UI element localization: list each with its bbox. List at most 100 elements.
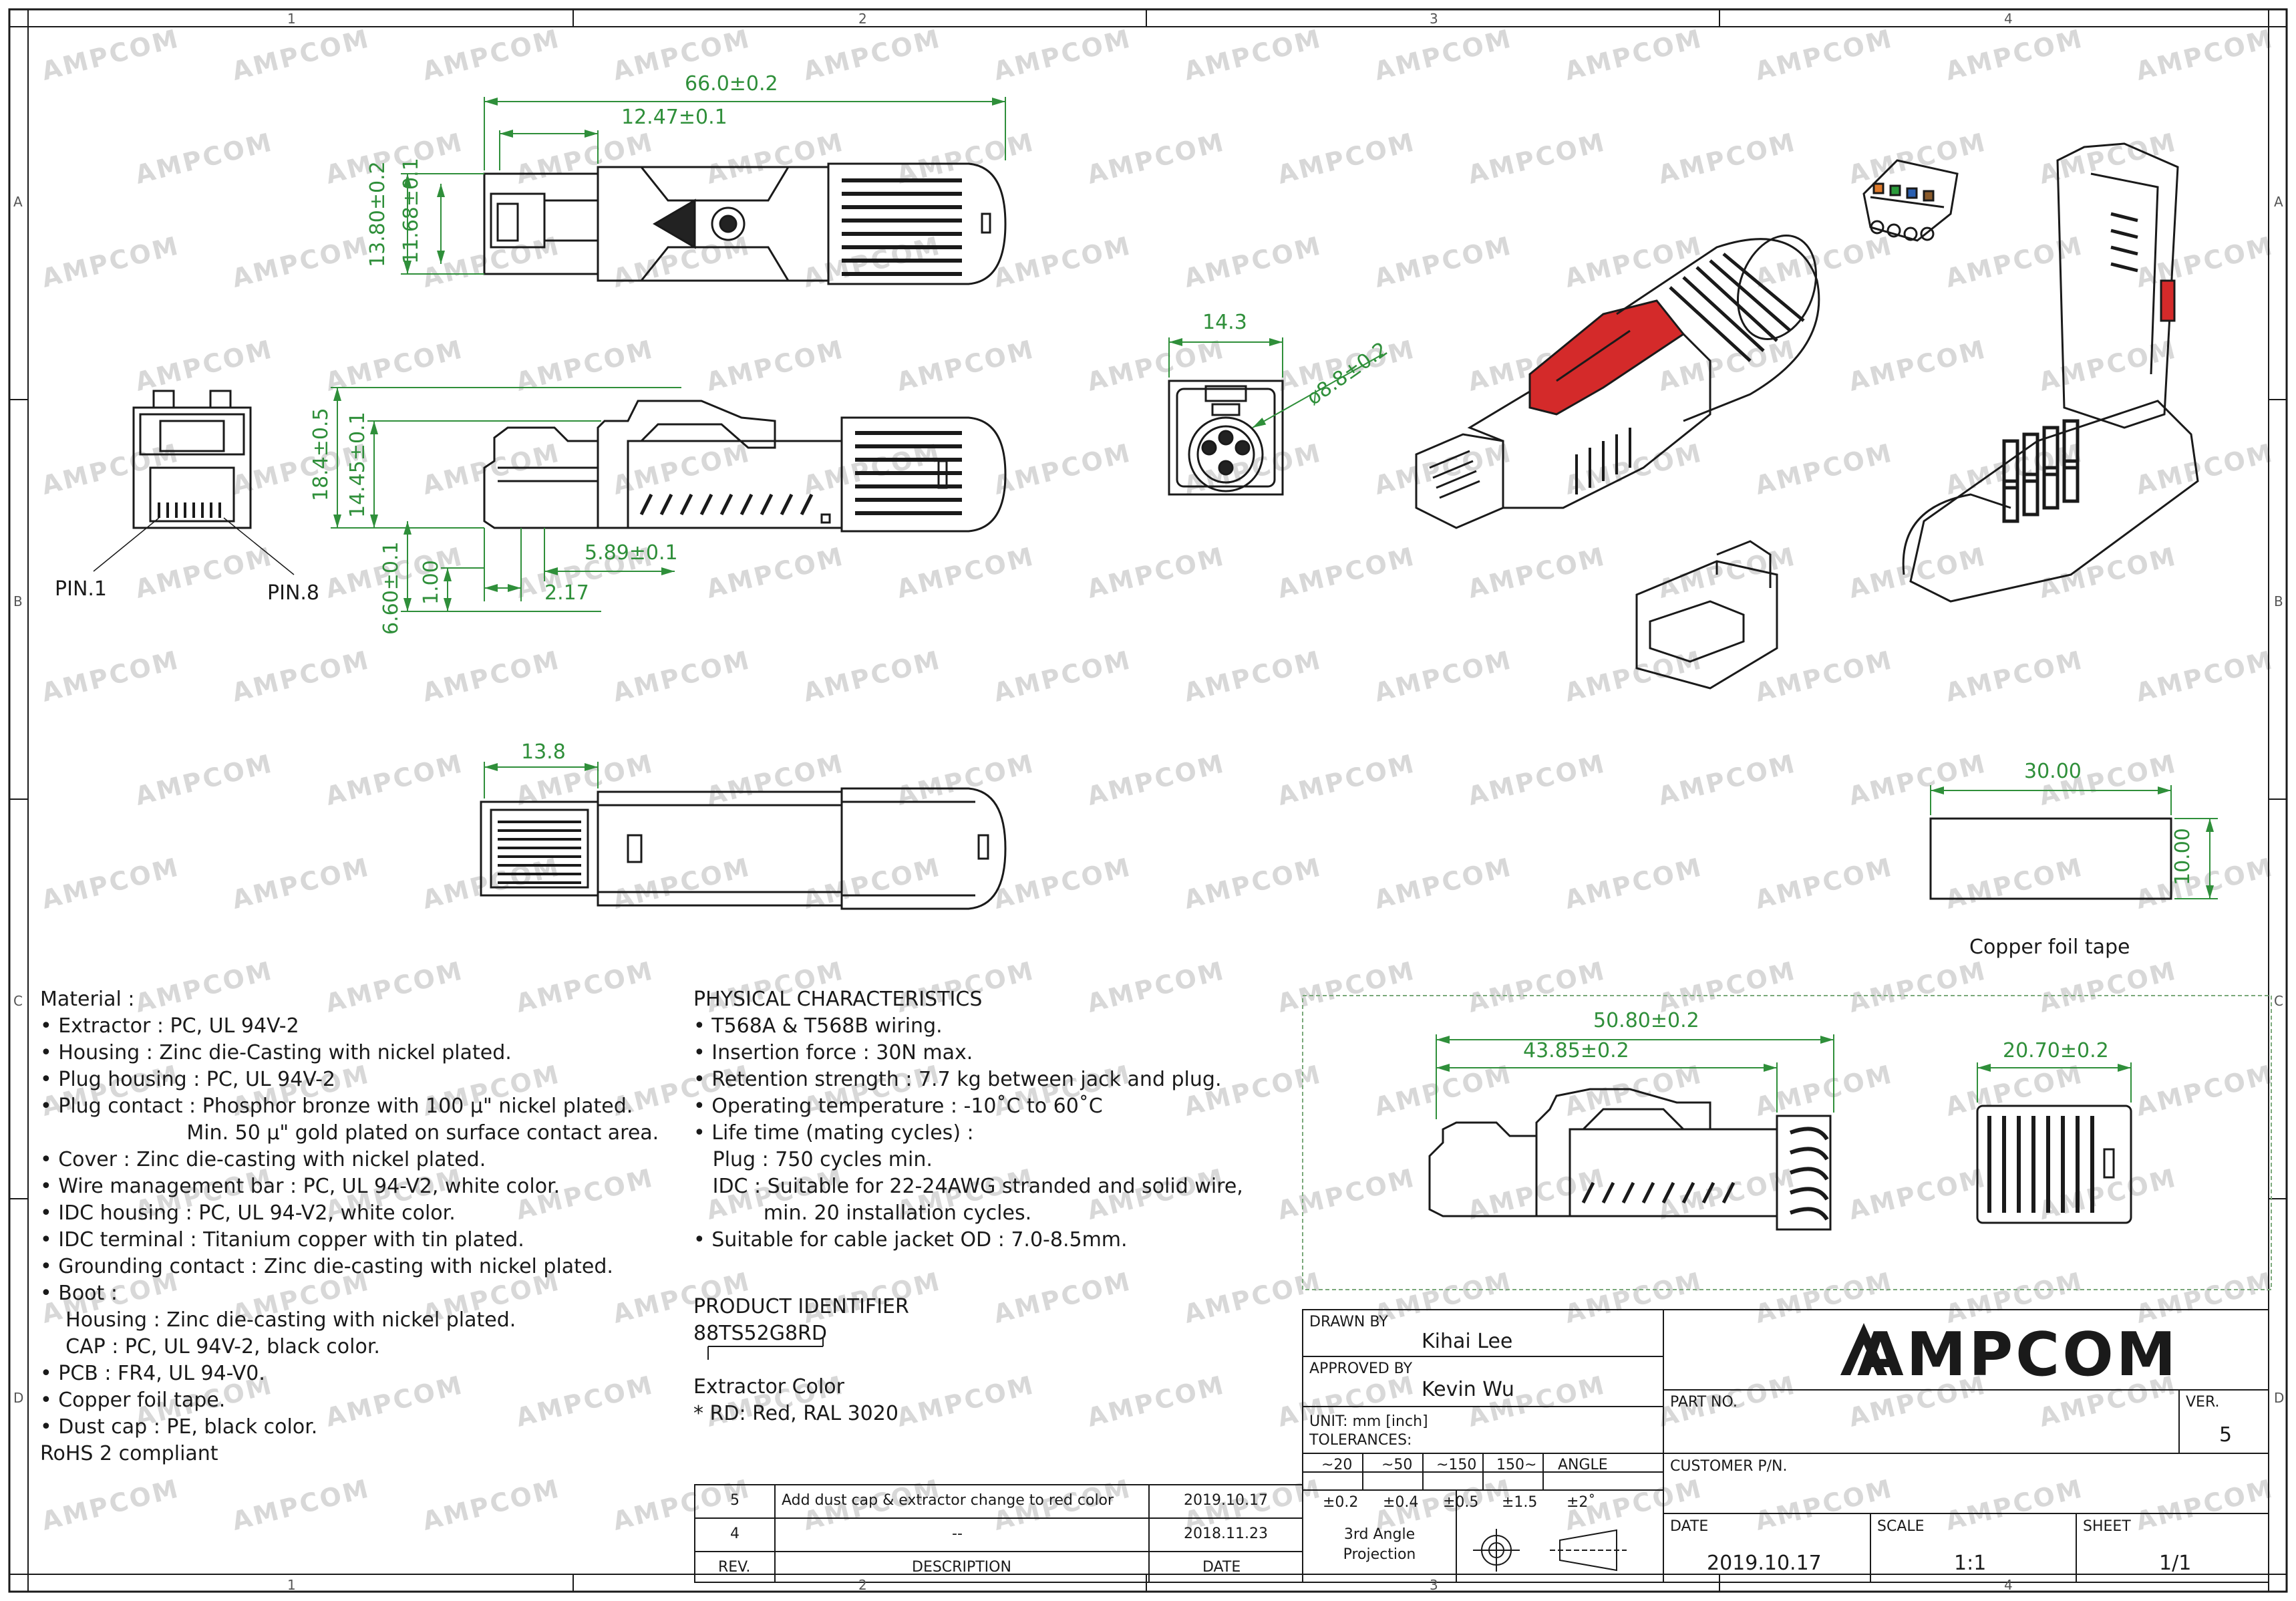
physical-line: Plug : 750 cycles min. bbox=[693, 1148, 933, 1171]
material-line: Min. 50 µ" gold plated on surface contac… bbox=[40, 1121, 659, 1145]
version-value: 5 bbox=[2219, 1423, 2233, 1447]
dim-side-height-b: 14.45±0.1 bbox=[346, 412, 369, 518]
physical-line: • Retention strength : 7.7 kg between ja… bbox=[693, 1068, 1222, 1091]
drawn-by-label: DRAWN BY bbox=[1309, 1314, 1388, 1330]
zone-row-a: A bbox=[13, 194, 23, 210]
projection-symbol bbox=[1473, 1529, 1627, 1572]
dim-plug-length: 12.47±0.1 bbox=[621, 106, 727, 129]
rev-row1-desc: Add dust cap & extractor change to red c… bbox=[782, 1492, 1114, 1509]
side-view-dimensions bbox=[331, 387, 681, 612]
date-label: DATE bbox=[1670, 1518, 1709, 1535]
approved-by-label: APPROVED BY bbox=[1309, 1360, 1413, 1377]
top-view-dimensions bbox=[401, 97, 1006, 275]
material-line: CAP : PC, UL 94V-2, black color. bbox=[40, 1335, 380, 1358]
bottom-view-dimensions bbox=[484, 762, 599, 798]
physical-line: • Life time (mating cycles) : bbox=[693, 1121, 974, 1145]
rev-row2-rev: 4 bbox=[730, 1525, 740, 1542]
tol-header-150: ~150 bbox=[1436, 1457, 1477, 1473]
tol-value-50: ±0.4 bbox=[1383, 1494, 1419, 1511]
material-line: • Copper foil tape. bbox=[40, 1389, 226, 1412]
material-line: • Grounding contact : Zinc die-casting w… bbox=[40, 1255, 613, 1278]
dim-2-17: 2.17 bbox=[544, 581, 589, 605]
rev-row1-rev: 5 bbox=[730, 1492, 740, 1509]
dim-alt-boot: 20.70±0.2 bbox=[2003, 1039, 2109, 1062]
idc-wire-manager-3d bbox=[1862, 159, 1959, 242]
sheet-value: 1/1 bbox=[2159, 1552, 2192, 1575]
material-line: • Housing : Zinc die-Casting with nickel… bbox=[40, 1041, 512, 1064]
dim-overall-length: 66.0±0.2 bbox=[685, 72, 778, 96]
dim-side-height-a: 18.4±0.5 bbox=[309, 408, 333, 501]
end-view bbox=[1168, 380, 1284, 496]
material-title: Material : bbox=[40, 988, 135, 1011]
material-line: • Plug contact : Phosphor bronze with 10… bbox=[40, 1095, 633, 1118]
approved-by-value: Kevin Wu bbox=[1422, 1378, 1514, 1401]
scale-label: SCALE bbox=[1877, 1518, 1925, 1535]
dim-6-60: 6.60±0.1 bbox=[379, 541, 403, 635]
material-line: RoHS 2 compliant bbox=[40, 1442, 218, 1465]
drawn-by-value: Kihai Lee bbox=[1422, 1330, 1513, 1353]
customer-pn-label: CUSTOMER P/N. bbox=[1670, 1458, 1788, 1475]
scale-value: 1:1 bbox=[1954, 1552, 1987, 1575]
alt-variant-dimensions bbox=[1436, 1034, 2132, 1119]
zone-col-2-bottom: 2 bbox=[858, 1577, 867, 1593]
dim-height-a: 13.80±0.2 bbox=[366, 161, 389, 267]
projection-label: 3rd Angle Projection bbox=[1343, 1526, 1416, 1563]
rev-header-rev: REV. bbox=[718, 1559, 751, 1576]
product-code-bracket bbox=[707, 1338, 824, 1360]
sheet-label: SHEET bbox=[2083, 1518, 2131, 1535]
extractor-color-title: Extractor Color bbox=[693, 1375, 844, 1399]
material-line: • IDC housing : PC, UL 94-V2, white colo… bbox=[40, 1201, 456, 1225]
dim-bottom-13-8: 13.8 bbox=[521, 740, 566, 764]
tol-value-150: ±0.5 bbox=[1443, 1494, 1479, 1511]
physical-line: • Insertion force : 30N max. bbox=[693, 1041, 973, 1064]
tol-header-angle: ANGLE bbox=[1558, 1457, 1608, 1473]
pin1-label: PIN.1 bbox=[55, 577, 108, 601]
product-identifier-title: PRODUCT IDENTIFIER bbox=[693, 1295, 909, 1318]
side-view bbox=[483, 400, 1007, 533]
material-line: • Dust cap : PE, black color. bbox=[40, 1415, 318, 1439]
pin8-label: PIN.8 bbox=[267, 581, 320, 605]
dim-alt-overall: 50.80±0.2 bbox=[1593, 1009, 1699, 1032]
physical-title: PHYSICAL CHARACTERISTICS bbox=[693, 988, 983, 1011]
material-line: Housing : Zinc die-casting with nickel p… bbox=[40, 1308, 516, 1332]
alt-variant-boot-view bbox=[1976, 1105, 2132, 1224]
product-code: 88TS52G8RD bbox=[693, 1322, 827, 1345]
tol-value-angle: ±2˚ bbox=[1567, 1494, 1596, 1511]
physical-line: IDC : Suitable for 22-24AWG stranded and… bbox=[693, 1175, 1243, 1198]
alt-variant-side-view bbox=[1428, 1088, 1832, 1231]
rev-row2-desc: -- bbox=[952, 1525, 963, 1542]
alt-variant-frame bbox=[1302, 995, 2272, 1290]
zone-row-d-right: D bbox=[2274, 1390, 2285, 1406]
material-line: • IDC terminal : Titanium copper with ti… bbox=[40, 1228, 524, 1252]
physical-line: • T568A & T568B wiring. bbox=[693, 1014, 943, 1038]
ampcom-logo: AMPCOM bbox=[1857, 1320, 2179, 1390]
physical-line: • Suitable for cable jacket OD : 7.0-8.5… bbox=[693, 1228, 1128, 1252]
material-line: • Extractor : PC, UL 94V-2 bbox=[40, 1014, 299, 1038]
dust-cap-3d bbox=[1635, 540, 1778, 690]
rev-row2-date: 2018.11.23 bbox=[1184, 1525, 1268, 1542]
material-line: • Wire management bar : PC, UL 94-V2, wh… bbox=[40, 1175, 560, 1198]
zone-col-1-bottom: 1 bbox=[287, 1577, 296, 1593]
tolerances-label: TOLERANCES: bbox=[1309, 1432, 1412, 1449]
zone-row-b: B bbox=[13, 593, 23, 609]
rev-header-description: DESCRIPTION bbox=[912, 1559, 1011, 1576]
bottom-view bbox=[480, 787, 1007, 910]
copper-tape-dimensions bbox=[1930, 785, 2218, 899]
rev-header-date: DATE bbox=[1202, 1559, 1241, 1576]
zone-col-4: 4 bbox=[2004, 11, 2013, 27]
zone-row-d: D bbox=[13, 1390, 24, 1406]
zone-col-1: 1 bbox=[287, 11, 296, 27]
rev-row1-date: 2019.10.17 bbox=[1184, 1492, 1268, 1509]
dim-5-89: 5.89±0.1 bbox=[585, 541, 678, 565]
extractor-color-value: * RD: Red, RAL 3020 bbox=[693, 1402, 898, 1425]
material-line: • Plug housing : PC, UL 94V-2 bbox=[40, 1068, 336, 1091]
physical-line: min. 20 installation cycles. bbox=[693, 1201, 1032, 1225]
tol-header-50: ~50 bbox=[1381, 1457, 1413, 1473]
unit-label: UNIT: mm [inch] bbox=[1309, 1413, 1428, 1430]
copper-tape-label: Copper foil tape bbox=[1969, 935, 2130, 959]
dim-1-00: 1.00 bbox=[420, 560, 443, 605]
zone-col-2: 2 bbox=[858, 11, 867, 27]
zone-col-4-bottom: 4 bbox=[2004, 1577, 2013, 1593]
tol-value-150-plus: ±1.5 bbox=[1502, 1494, 1538, 1511]
